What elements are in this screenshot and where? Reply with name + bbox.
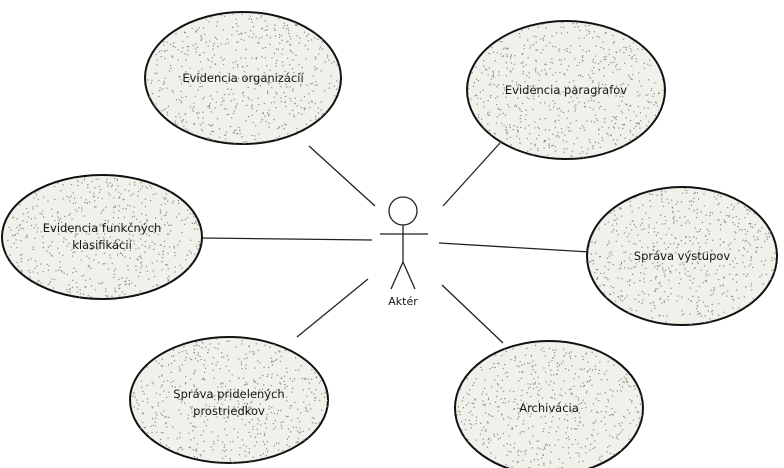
association-evidencia-organizacii — [308, 145, 376, 207]
use-case-label: Správa výstupov — [634, 249, 731, 263]
actor[interactable]: Aktér — [380, 196, 428, 308]
use-case-label: Evidencia organizácií — [182, 71, 304, 85]
use-case-sprava-vystupov[interactable]: Správa výstupov — [586, 186, 778, 326]
use-case-label: Evidencia paragrafov — [505, 83, 627, 97]
use-case-label: Archivácia — [519, 401, 579, 415]
association-sprava-pridelenych-prostriedkov — [296, 278, 369, 338]
association-archivacia — [441, 284, 504, 344]
association-evidencia-funkcnych-klasifikacii — [199, 237, 373, 241]
use-case-label-line-2: prostriedkov — [193, 404, 265, 418]
actor-label: Aktér — [388, 295, 418, 308]
use-case-evidencia-paragrafov[interactable]: Evidencia paragrafov — [466, 20, 666, 160]
use-case-evidencia-funkcnych-klasifikacii[interactable]: Evidencia funkčných klasifikácií — [1, 174, 203, 300]
actor-head — [388, 196, 418, 226]
use-case-label-line-1: Evidencia funkčných — [43, 221, 161, 235]
use-case-evidencia-organizacii[interactable]: Evidencia organizácií — [144, 11, 342, 145]
actor-right-leg — [402, 261, 416, 290]
association-evidencia-paragrafov — [442, 142, 501, 207]
use-case-label-line-1: Správa pridelených — [173, 387, 284, 401]
use-case-label-line-2: klasifikácií — [72, 238, 132, 252]
association-sprava-vystupov — [438, 242, 591, 253]
actor-left-leg — [390, 261, 404, 290]
use-case-archivacia[interactable]: Archivácia — [454, 340, 644, 468]
use-case-sprava-pridelenych-prostriedkov[interactable]: Správa pridelených prostriedkov — [129, 336, 329, 464]
